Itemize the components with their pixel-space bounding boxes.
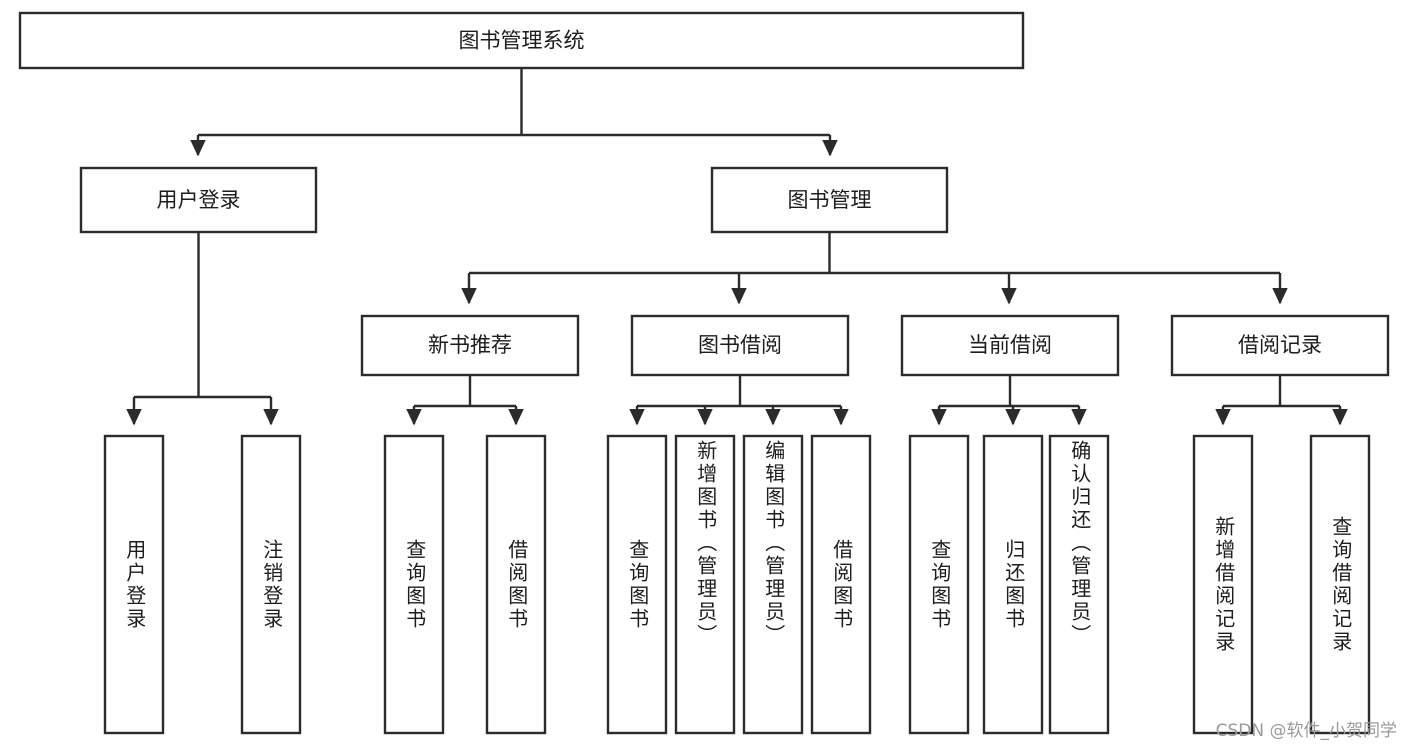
connector-root-to-level2 <box>190 68 838 157</box>
leaf-user-logout[interactable] <box>240 434 302 735</box>
node-root[interactable]: 图书管理系统 <box>18 11 1025 70</box>
node-root-label: 图书管理系统 <box>459 29 585 53</box>
leaf-query-book-2[interactable] <box>606 434 668 735</box>
node-borrow-record-label: 借阅记录 <box>1238 333 1322 357</box>
leaf-user-login[interactable] <box>103 434 165 735</box>
leaf-query-book-3[interactable] <box>908 434 970 735</box>
leaf-add-record[interactable] <box>1192 434 1254 735</box>
connector-user-login-to-leaves <box>126 232 279 426</box>
node-user-login-label: 用户登录 <box>157 188 241 212</box>
node-new-book-recommend-label: 新书推荐 <box>428 333 512 357</box>
leaf-confirm-return[interactable] <box>1048 434 1110 735</box>
node-current-borrow[interactable]: 当前借阅 <box>900 314 1120 377</box>
node-book-manage-label: 图书管理 <box>788 188 872 212</box>
connector-borrow-record-to-leaves <box>1215 375 1348 426</box>
connector-current-borrow-to-leaves <box>931 375 1087 426</box>
leaf-edit-book[interactable] <box>742 434 804 735</box>
node-book-borrow-label: 图书借阅 <box>698 333 782 357</box>
node-user-login[interactable]: 用户登录 <box>79 166 318 234</box>
node-new-book-recommend[interactable]: 新书推荐 <box>360 314 580 377</box>
connector-book-manage-to-level3 <box>461 232 1288 305</box>
node-current-borrow-label: 当前借阅 <box>968 333 1052 357</box>
node-book-manage[interactable]: 图书管理 <box>710 166 949 234</box>
leaf-return-book[interactable] <box>982 434 1044 735</box>
leaf-query-book-1[interactable] <box>383 434 445 735</box>
leaf-add-book[interactable] <box>674 434 736 735</box>
leaf-query-record[interactable] <box>1309 434 1371 735</box>
leaf-borrow-book-1[interactable] <box>485 434 547 735</box>
leaf-borrow-book-2[interactable] <box>810 434 872 735</box>
connector-book-borrow-to-leaves <box>629 375 849 426</box>
node-borrow-record[interactable]: 借阅记录 <box>1170 314 1390 377</box>
connector-new-book-recommend-to-leaves <box>406 375 524 426</box>
node-book-borrow[interactable]: 图书借阅 <box>630 314 850 377</box>
